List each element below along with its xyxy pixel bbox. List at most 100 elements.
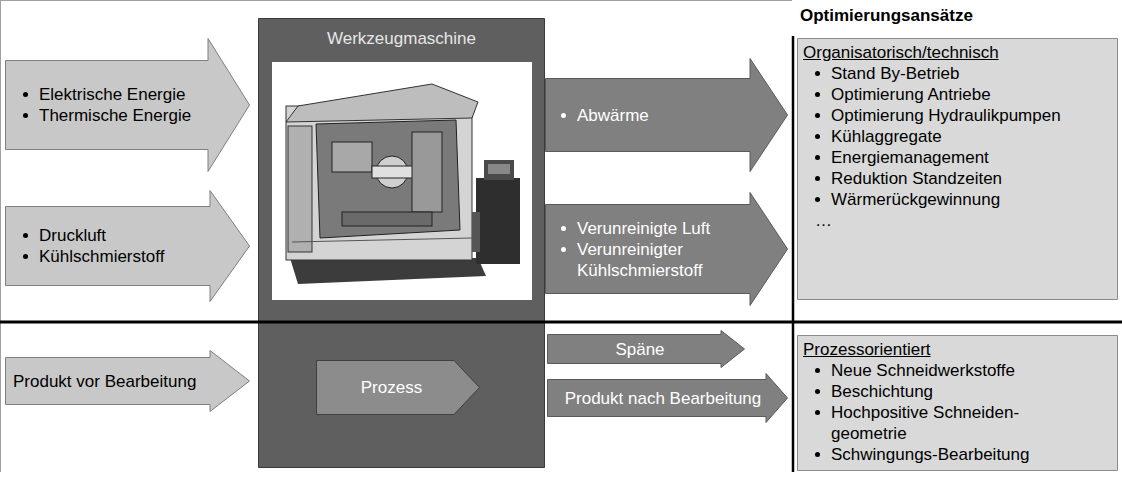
list-item: Produkt vor Bearbeitung	[13, 371, 206, 392]
output-arrow: Produkt nach Bearbeitung	[547, 373, 788, 423]
frame-line	[0, 0, 792, 1]
item-text: Beschichtung	[831, 381, 933, 402]
panel-heading: Organisatorisch/technisch	[803, 42, 999, 63]
node-content: Späne	[553, 334, 727, 364]
list-item: Druckluft	[23, 225, 204, 246]
list-item: Werkzeugmaschine	[258, 28, 545, 49]
node-content: DruckluftKühlschmierstoff	[23, 206, 204, 286]
item-text: Schwingungs-Bearbeitung	[831, 444, 1029, 465]
measures-panel: Organisatorisch/technischStand By-Betrie…	[797, 38, 1118, 300]
machine-box: WerkzeugmaschineProzess	[258, 18, 545, 468]
bullet-dot	[815, 92, 820, 97]
list-item: Optimierung Antriebe	[815, 84, 1112, 105]
item-text: Energiemanagement	[831, 147, 989, 168]
list-item: Hochpositive Schneiden- geometrie	[815, 402, 1112, 444]
input-arrow: DruckluftKühlschmierstoff	[5, 190, 250, 302]
text-list: ProzessorientiertNeue SchneidwerkstoffeB…	[803, 339, 1112, 465]
text-list: Elektrische EnergieThermische Energie	[23, 84, 202, 126]
node-content: Produkt nach Bearbeitung	[553, 379, 773, 417]
text-list: Verunreinigte LuftVerunreinigter Kühlsch…	[561, 218, 744, 281]
item-text: Kühlaggregate	[831, 126, 942, 147]
bullet-dot	[815, 71, 820, 76]
list-item: Beschichtung	[815, 381, 1112, 402]
panel-heading: Prozessorientiert	[803, 339, 931, 360]
item-text: Abwärme	[577, 105, 649, 126]
item-text: Produkt vor Bearbeitung	[13, 371, 196, 392]
text-list: Werkzeugmaschine	[258, 28, 545, 49]
item-text: Elektrische Energie	[39, 84, 185, 105]
list-item: Elektrische Energie	[23, 84, 202, 105]
bullet-dot	[815, 368, 820, 373]
separator-line	[0, 321, 1122, 324]
measures-panel: ProzessorientiertNeue SchneidwerkstoffeB…	[797, 335, 1118, 471]
list-item: Optimierung Hydraulikpumpen	[815, 105, 1112, 126]
node-content: Werkzeugmaschine	[258, 28, 545, 49]
bullet-dot	[815, 176, 820, 181]
list-item: …	[815, 210, 1112, 231]
bullet-dot	[815, 134, 820, 139]
section-heading: Optimierungsansätze	[800, 5, 973, 26]
item-text: Prozess	[361, 377, 422, 398]
input-arrow: Produkt vor Bearbeitung	[5, 350, 250, 412]
bullet-dot	[23, 92, 28, 97]
arrow-shape	[5, 38, 250, 172]
bullet-dot	[815, 197, 820, 202]
item-text: Optimierung Antriebe	[831, 84, 991, 105]
list-item: Verunreinigte Luft	[561, 218, 744, 239]
list-item: Kühlaggregate	[815, 126, 1112, 147]
separator-line	[792, 36, 795, 472]
text-list: Abwärme	[561, 105, 744, 126]
bullet-dot	[815, 389, 820, 394]
list-item: Verunreinigter Kühlschmierstoff	[561, 239, 744, 281]
item-text: Produkt nach Bearbeitung	[565, 388, 762, 409]
node-content: Elektrische EnergieThermische Energie	[23, 60, 202, 150]
text-list: Produkt vor Bearbeitung	[13, 371, 206, 392]
item-text: Späne	[615, 339, 664, 360]
list-item: Prozess	[322, 377, 461, 398]
list-item: Neue Schneidwerkstoffe	[815, 360, 1112, 381]
process-arrow: Prozess	[316, 360, 480, 415]
list-item: Produkt nach Bearbeitung	[553, 388, 773, 409]
item-text: …	[815, 210, 832, 231]
bullet-dot	[815, 113, 820, 118]
list-item: Thermische Energie	[23, 105, 202, 126]
node-content: Organisatorisch/technischStand By-Betrie…	[803, 42, 1112, 231]
frame-line	[0, 0, 1, 472]
list-item: Späne	[553, 339, 727, 360]
text-list: Organisatorisch/technischStand By-Betrie…	[803, 42, 1112, 231]
list-item: Wärmerückgewinnung	[815, 189, 1112, 210]
node-content: Produkt vor Bearbeitung	[13, 357, 206, 405]
item-text: Druckluft	[39, 225, 106, 246]
list-item: Stand By-Betrieb	[815, 63, 1112, 84]
bullet-dot	[561, 226, 566, 231]
list-item: Schwingungs-Bearbeitung	[815, 444, 1112, 465]
bullet-dot	[23, 233, 28, 238]
arrow-shape	[5, 190, 250, 302]
list-item: Kühlschmierstoff	[23, 246, 204, 267]
bullet-dot	[815, 155, 820, 160]
text-list: Produkt nach Bearbeitung	[553, 388, 773, 409]
item-text: Verunreinigte Luft	[577, 218, 710, 239]
list-item: Energiemanagement	[815, 147, 1112, 168]
output-arrow: Abwärme	[545, 58, 788, 172]
machine-illustration	[272, 62, 532, 300]
item-text: Hochpositive Schneiden- geometrie	[831, 402, 1036, 444]
node-content: Verunreinigte LuftVerunreinigter Kühlsch…	[561, 204, 744, 294]
list-item: Reduktion Standzeiten	[815, 168, 1112, 189]
list-item: Abwärme	[561, 105, 744, 126]
input-arrow: Elektrische EnergieThermische Energie	[5, 38, 250, 172]
item-text: Wärmerückgewinnung	[831, 189, 1000, 210]
item-text: Thermische Energie	[39, 105, 191, 126]
bullet-dot	[23, 254, 28, 259]
item-text: Optimierung Hydraulikpumpen	[831, 105, 1061, 126]
output-arrow: Verunreinigte LuftVerunreinigter Kühlsch…	[545, 192, 788, 306]
output-arrow: Späne	[547, 330, 745, 368]
text-list: DruckluftKühlschmierstoff	[23, 225, 204, 267]
item-text: Werkzeugmaschine	[327, 28, 476, 49]
item-text: Verunreinigter Kühlschmierstoff	[577, 239, 744, 281]
item-text: Stand By-Betrieb	[831, 63, 960, 84]
text-list: Späne	[553, 339, 727, 360]
item-text: Kühlschmierstoff	[39, 246, 164, 267]
node-content: ProzessorientiertNeue SchneidwerkstoffeB…	[803, 339, 1112, 465]
